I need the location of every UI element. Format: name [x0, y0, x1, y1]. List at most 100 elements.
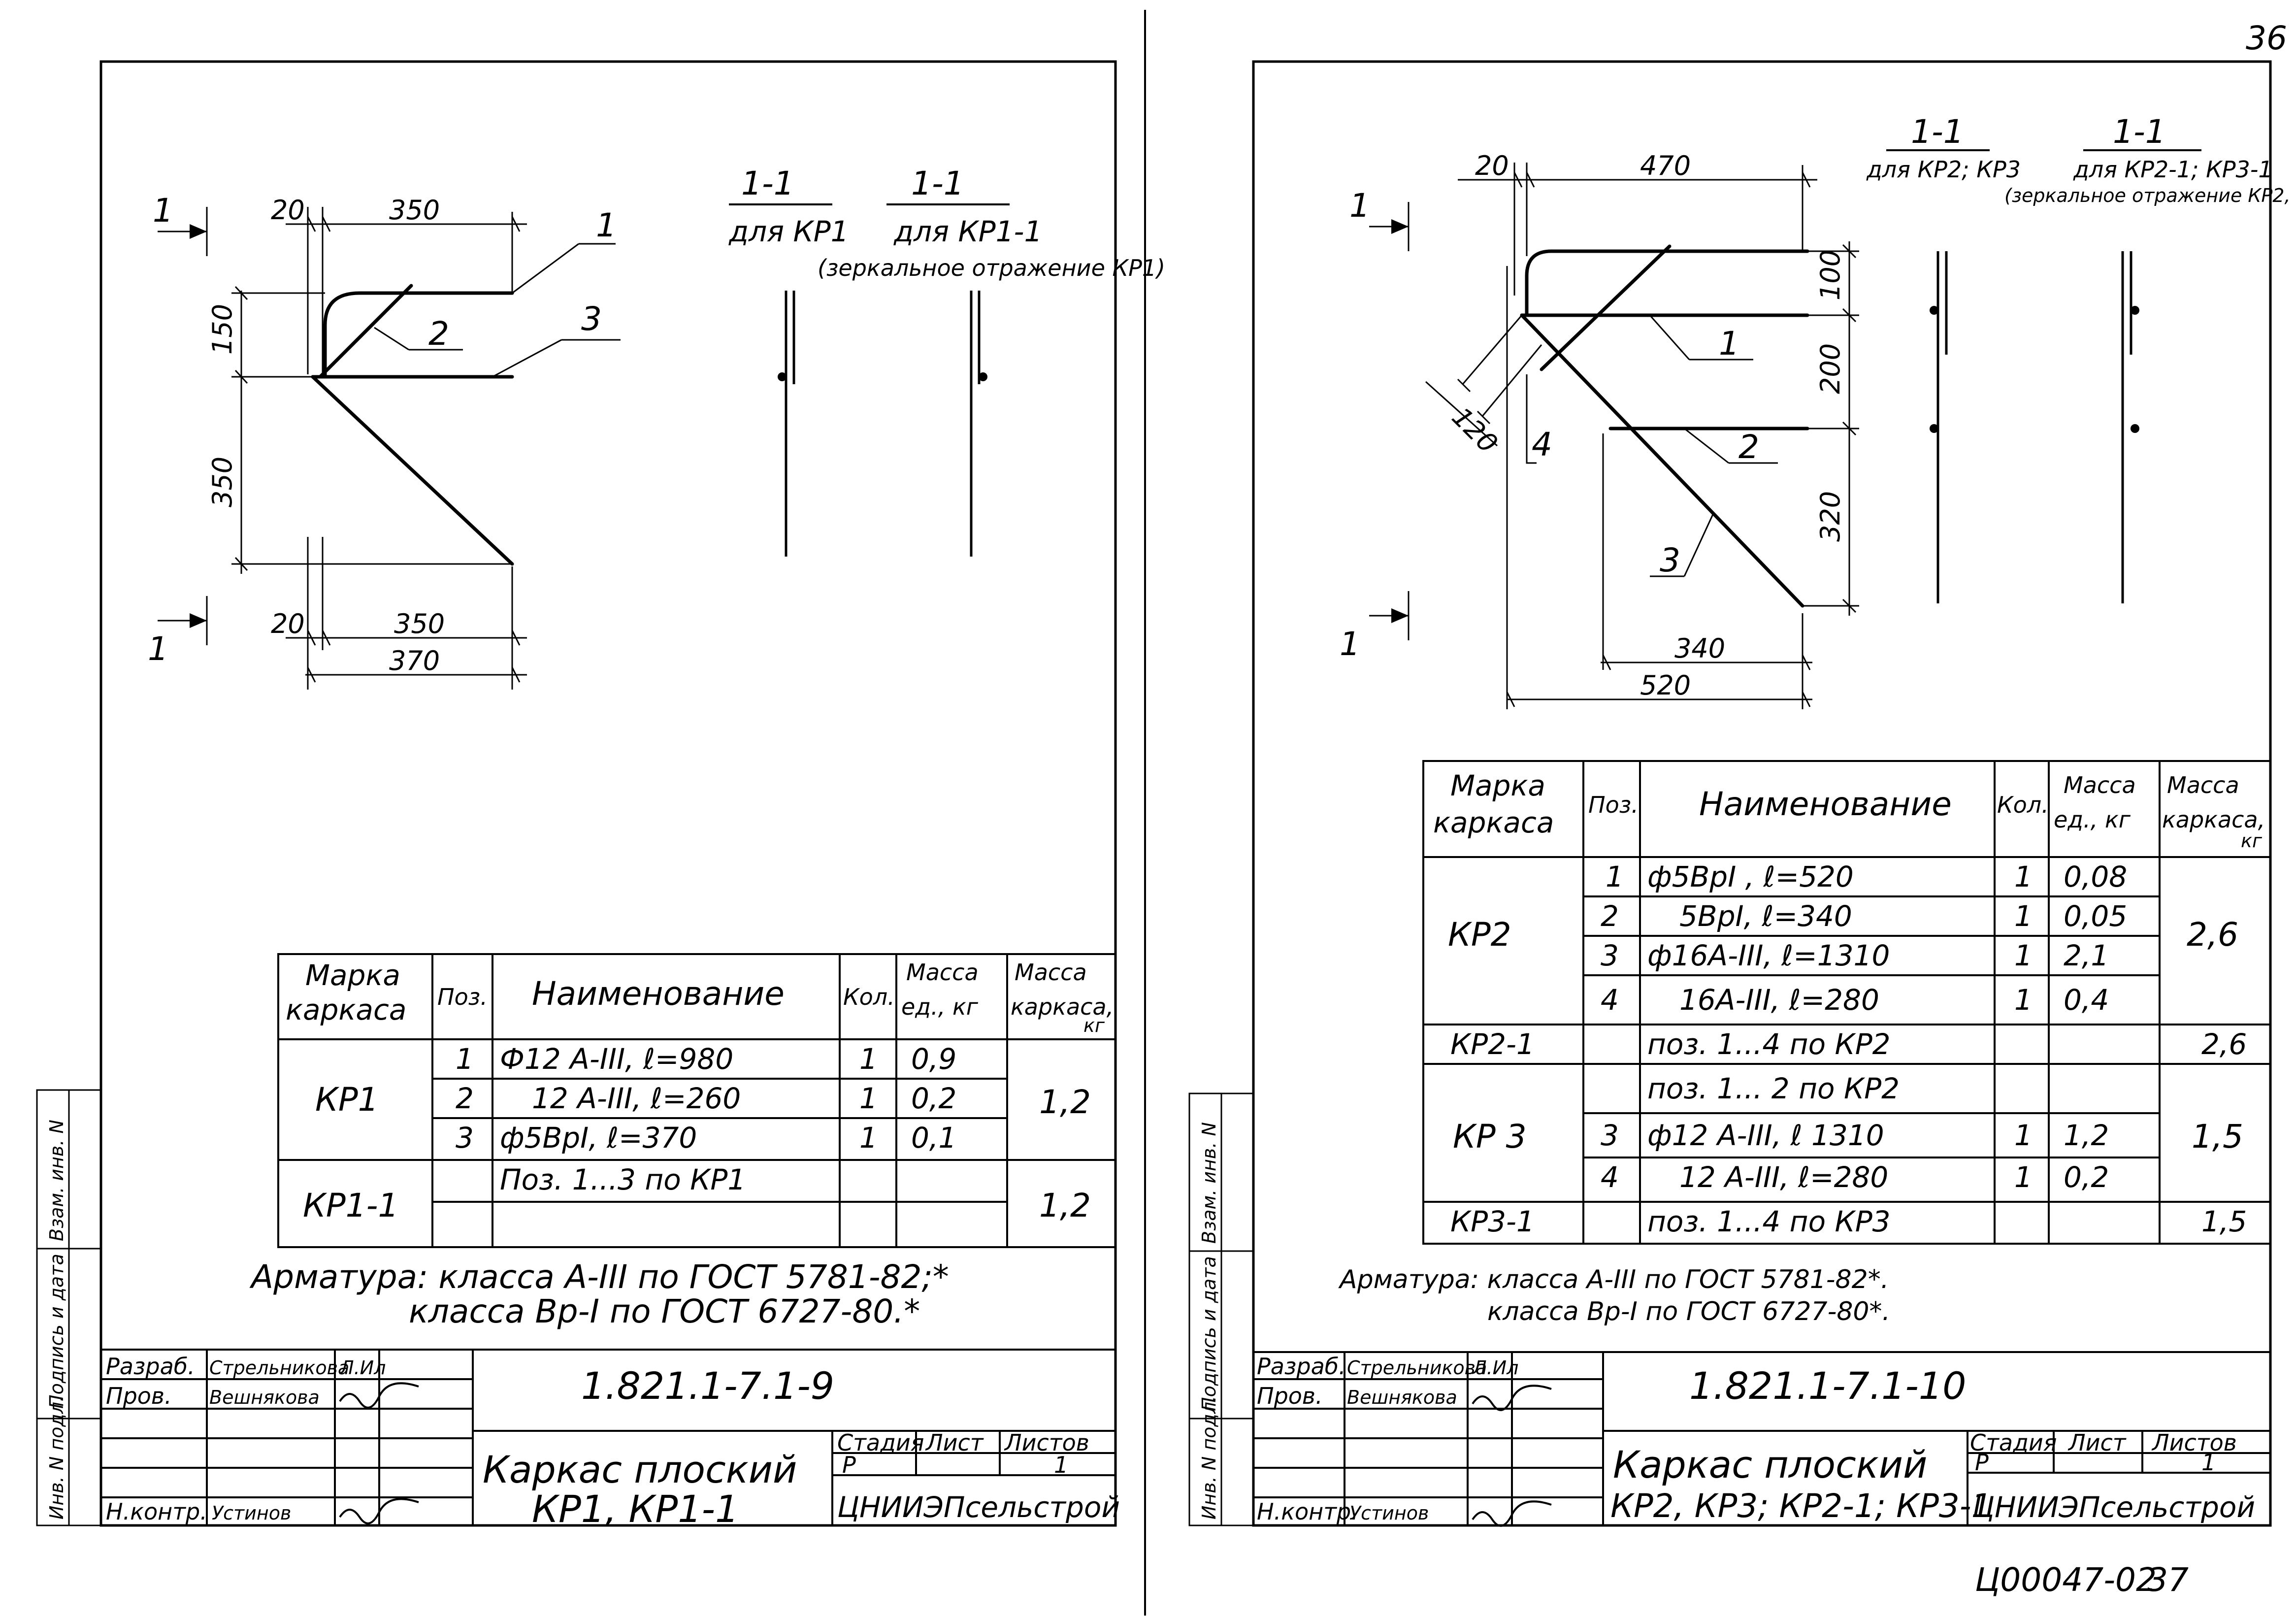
- right-stamp-stage-v: Р: [1975, 1449, 1989, 1476]
- right-section-for-b: для КР2-1; КР3-1: [2073, 156, 2273, 183]
- left-rebar-drawing: [311, 284, 514, 566]
- left-stamp-role-1: Разраб.: [106, 1353, 195, 1380]
- left-row2-qty: 1: [859, 1082, 878, 1115]
- right-r7-pos: 3: [1601, 1119, 1619, 1152]
- left-stamp-sheets-v: 1: [1054, 1452, 1068, 1478]
- left-row3-mass: 0,1: [911, 1121, 956, 1155]
- left-cut-mark-2: 1: [148, 630, 168, 668]
- left-th-mark-1: Марка: [305, 959, 400, 992]
- left-section-for-b: для КР1-1: [893, 215, 1042, 248]
- right-th-name: Наименование: [1699, 785, 1952, 823]
- left-row3-name: ф5ВрI, ℓ=370: [500, 1121, 697, 1155]
- right-r3-qty: 1: [2014, 939, 2033, 972]
- right-r8-mass: 0,2: [2064, 1160, 2109, 1194]
- left-row4-mark: КР1-1: [303, 1187, 398, 1224]
- right-dimensions: [1369, 163, 1859, 709]
- right-stamp-code: 1.821.1-7.1-10: [1689, 1364, 1967, 1408]
- left-dim-20-top: 20: [271, 195, 305, 226]
- right-r2-name: 5ВрI, ℓ=340: [1679, 899, 1852, 933]
- right-stamp-stage-h: Стадия: [1970, 1429, 2057, 1456]
- left-row2-pos: 2: [456, 1082, 474, 1115]
- right-dim-340: 340: [1674, 633, 1725, 664]
- left-note-1: Арматура: класса А-III по ГОСТ 5781-82;*: [249, 1258, 949, 1296]
- right-r1-pos: 1: [1606, 860, 1624, 893]
- left-callout-1: 1: [596, 206, 617, 244]
- left-stamp-signatures: [339, 1382, 419, 1524]
- left-cut-arrow-1: [190, 224, 207, 239]
- left-stamp-sheet-h: Лист: [925, 1429, 984, 1456]
- left-section-note: (зеркальное отражение КР1): [818, 255, 1165, 281]
- right-stamp-sheets-v: 1: [2201, 1449, 2216, 1476]
- left-stamp-stage-h: Стадия: [837, 1429, 924, 1456]
- left-section-dot-a: [778, 372, 787, 381]
- right-section-label-b: 1-1: [2113, 113, 2166, 151]
- right-r8-qty: 1: [2014, 1160, 2033, 1194]
- right-r6-mark: КР 3: [1453, 1118, 1527, 1156]
- right-rebar-drawing: [1520, 244, 1809, 608]
- right-r8-pos: 4: [1601, 1160, 1619, 1194]
- right-cut-mark-2: 1: [1340, 625, 1360, 663]
- left-section-for-a: для КР1: [728, 215, 849, 248]
- right-dim-320: 320: [1815, 491, 1846, 542]
- right-stamp-org: ЦНИИЭПсельстрой: [1972, 1490, 2255, 1524]
- right-th-mark-2: каркаса: [1433, 806, 1554, 839]
- right-th-fmass-2: каркаса,: [2162, 806, 2265, 833]
- left-row3-qty: 1: [859, 1121, 878, 1155]
- right-stamp-signatures: [1472, 1385, 1552, 1527]
- right-dim-200: 200: [1815, 343, 1846, 394]
- right-r1-name: ф5ВрI , ℓ=520: [1647, 860, 1854, 893]
- left-th-fmass-2: каркаса,: [1011, 993, 1114, 1020]
- right-side-label-1: Взам. инв. N: [1198, 1122, 1220, 1244]
- right-side-label-3: Инв. N подл.: [1198, 1396, 1220, 1520]
- right-r2-mass: 0,05: [2064, 899, 2127, 933]
- right-th-fmass-3: кг: [2241, 830, 2263, 852]
- left-th-mass-2: ед., кг: [901, 993, 979, 1020]
- left-stamp-title-2: КР1, КР1-1: [532, 1487, 739, 1531]
- right-r7-mass: 1,2: [2064, 1119, 2109, 1152]
- left-row1-mass: 0,9: [911, 1042, 956, 1076]
- right-stamp-title-1: Каркас плоский: [1613, 1443, 1927, 1487]
- left-side-label-1: Взам. инв. N: [46, 1120, 67, 1241]
- right-cut-mark-1: 1: [1349, 187, 1370, 225]
- right-r4-mass: 0,4: [2064, 983, 2109, 1017]
- right-note-1: Арматура: класса А-III по ГОСТ 5781-82*.: [1338, 1265, 1889, 1294]
- left-th-name: Наименование: [532, 975, 785, 1013]
- right-th-mass-2: ед., кг: [2054, 806, 2131, 833]
- left-section-label-a: 1-1: [741, 165, 794, 202]
- right-r1-mass: 0,08: [2064, 860, 2127, 893]
- right-th-pos: Поз.: [1588, 792, 1639, 818]
- left-row2-name: 12 А-III, ℓ=260: [532, 1082, 741, 1115]
- left-dim-370: 370: [389, 645, 440, 676]
- right-section-dot-b1: [2131, 306, 2139, 315]
- right-section-note: (зеркальное отражение КР2, КР3): [2004, 185, 2296, 206]
- left-side-strip: [36, 1089, 102, 1526]
- left-callout-3: 3: [581, 300, 602, 338]
- left-stamp-stage-v: Р: [842, 1452, 856, 1478]
- left-stamp-role-3: Н.контр.: [106, 1498, 207, 1525]
- right-th-mark-1: Марка: [1450, 769, 1545, 802]
- right-r4-qty: 1: [2014, 983, 2033, 1017]
- left-stamp-name-3: Устинов: [212, 1502, 291, 1524]
- left-th-pos: Поз.: [437, 984, 488, 1010]
- right-side-label-2: Подпись и дата: [1198, 1256, 1220, 1411]
- right-r9-fmass: 1,5: [2201, 1205, 2247, 1238]
- doc-footer-code: Ц00047-02: [1975, 1561, 2157, 1599]
- right-r5-name: поз. 1...4 по КР2: [1647, 1027, 1891, 1061]
- left-row1-mark: КР1: [315, 1081, 379, 1119]
- left-stamp-grid: [101, 1349, 1115, 1525]
- left-stamp-sheets-h: Листов: [1004, 1429, 1089, 1456]
- right-sheet: Взам. инв. N Подпись и дата Инв. N подл.: [1188, 60, 2296, 1599]
- right-section-label-a: 1-1: [1911, 113, 1964, 151]
- right-r7-qty: 1: [2014, 1119, 2033, 1152]
- right-r6-fmass: 1,5: [2192, 1118, 2243, 1156]
- left-section-marks: [785, 291, 981, 557]
- right-spec-table-grid: [1422, 760, 2271, 1245]
- left-th-fmass-1: Масса: [1015, 959, 1087, 986]
- right-note-2: класса Вр-I по ГОСТ 6727-80*.: [1487, 1297, 1890, 1326]
- right-r3-mass: 2,1: [2064, 939, 2109, 972]
- left-row4-fmass: 1,2: [1039, 1187, 1091, 1224]
- left-dim-350-bottom: 350: [394, 608, 445, 639]
- left-callout-2: 2: [428, 315, 449, 353]
- left-stamp-name-2: Вешнякова: [209, 1387, 320, 1408]
- right-stamp-role-1: Разраб.: [1257, 1353, 1346, 1380]
